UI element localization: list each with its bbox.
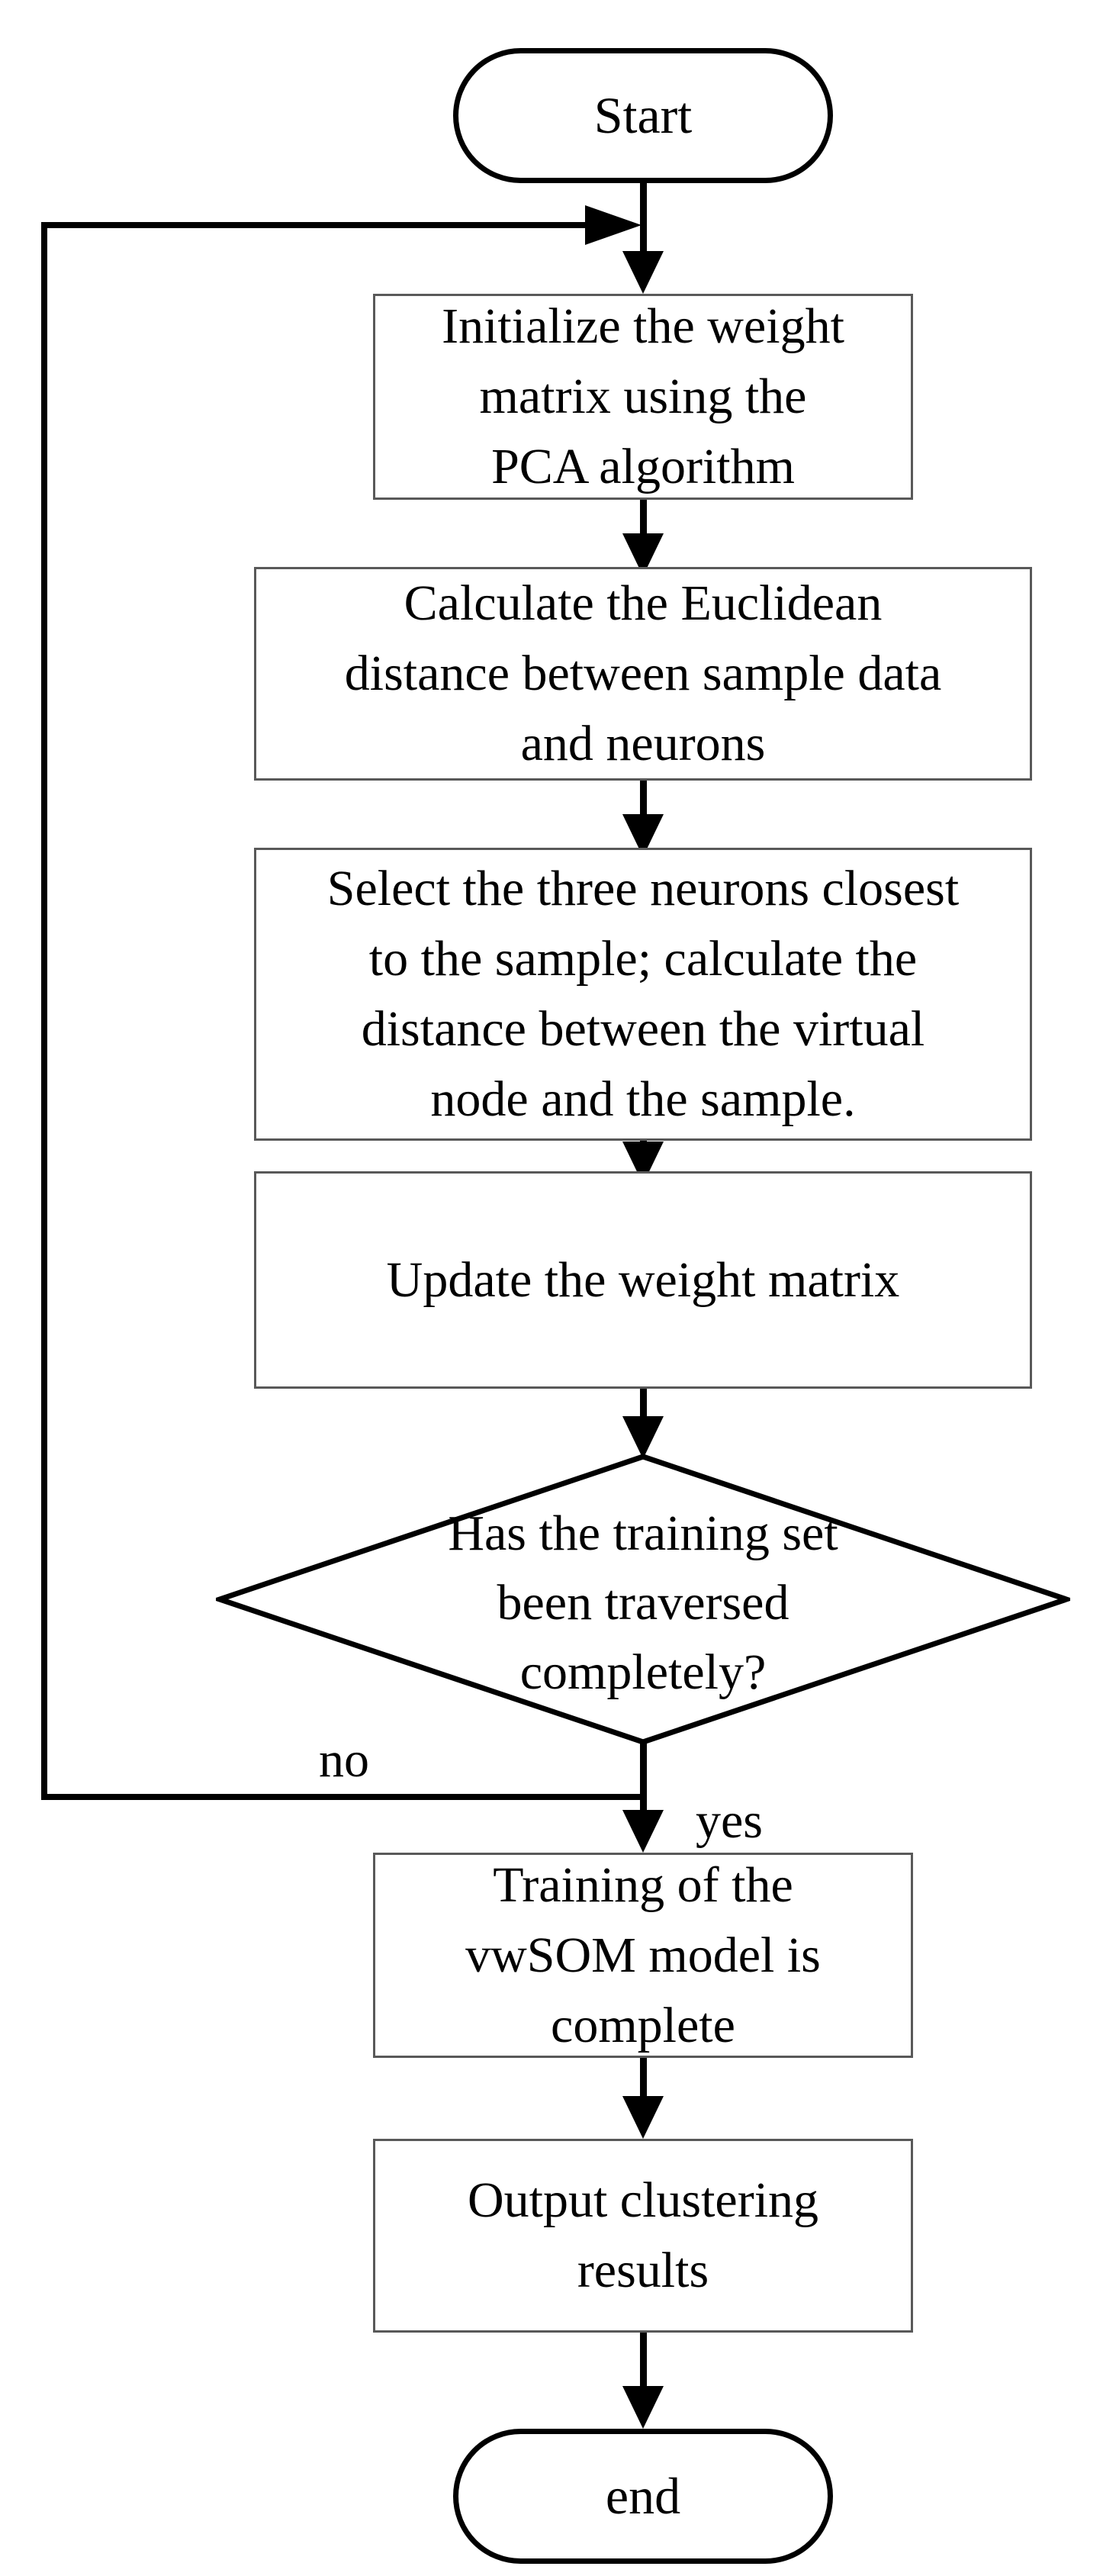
edge-update-decision bbox=[640, 1389, 647, 1441]
update-matrix-label: Update the weight matrix bbox=[386, 1251, 900, 1308]
decision-diamond bbox=[216, 1454, 1070, 1745]
edge-decision-training-arrow-icon bbox=[622, 1810, 664, 1853]
output-results-label: Output clustering results bbox=[467, 2172, 819, 2298]
edge-start-init-arrow-icon bbox=[622, 251, 664, 294]
edge-training-output-arrow-icon bbox=[622, 2096, 664, 2139]
loop-arrowhead-icon bbox=[585, 205, 642, 245]
calc-distance-label: Calculate the Euclidean distance between… bbox=[344, 575, 942, 771]
start-label: Start bbox=[593, 86, 693, 144]
output-results-node: Output clustering results bbox=[373, 2139, 913, 2333]
edge-training-output bbox=[640, 2058, 647, 2128]
training-complete-node: Training of the vwSOM model is complete bbox=[373, 1853, 913, 2058]
select-neurons-node: Select the three neurons closest to the … bbox=[254, 848, 1032, 1141]
select-neurons-label: Select the three neurons closest to the … bbox=[326, 861, 960, 1127]
edge-decision-training bbox=[640, 1742, 647, 1841]
yes-edge-label: yes bbox=[696, 1793, 763, 1849]
loop-bottom-line bbox=[41, 1794, 646, 1800]
loop-top-line bbox=[41, 222, 586, 228]
end-label: end bbox=[605, 2467, 681, 2525]
no-edge-label: no bbox=[319, 1732, 369, 1788]
update-matrix-node: Update the weight matrix bbox=[254, 1171, 1032, 1389]
end-node: end bbox=[453, 2429, 833, 2564]
calc-distance-node: Calculate the Euclidean distance between… bbox=[254, 567, 1032, 781]
edge-update-decision-arrow-icon bbox=[622, 1416, 664, 1459]
init-weights-node: Initialize the weight matrix using the P… bbox=[373, 294, 913, 500]
loop-left-line bbox=[41, 222, 47, 1800]
training-complete-label: Training of the vwSOM model is complete bbox=[465, 1856, 821, 2053]
edge-start-init bbox=[640, 182, 647, 282]
start-node: Start bbox=[453, 48, 833, 183]
edge-output-end bbox=[640, 2333, 647, 2418]
init-weights-label: Initialize the weight matrix using the P… bbox=[442, 298, 844, 494]
decision-label: Has the training set been traversed comp… bbox=[448, 1505, 838, 1700]
edge-output-end-arrow-icon bbox=[622, 2386, 664, 2429]
